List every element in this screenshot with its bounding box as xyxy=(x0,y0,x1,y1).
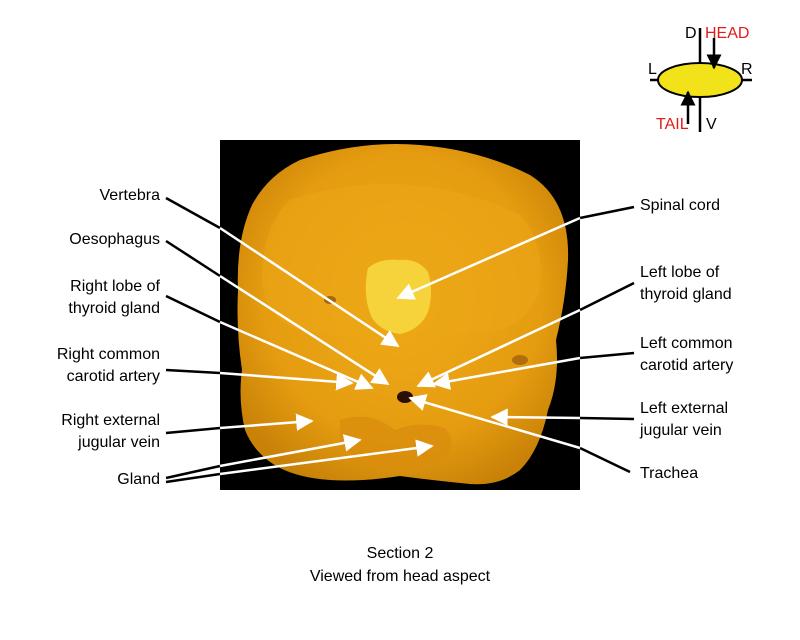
body-ellipse xyxy=(657,62,743,98)
right-thyroid-label-line1: Right lobe of xyxy=(70,278,160,295)
caption-line2: Viewed from head aspect xyxy=(309,568,491,585)
pointer-arrow-right-carotid xyxy=(219,371,354,391)
pointer-arrow-spinal-cord xyxy=(396,216,581,300)
left-thyroid-label-line1: Left lobe of xyxy=(640,264,720,281)
dorsal-label: D xyxy=(685,25,697,42)
right-thyroid-label-line2: thyroid gland xyxy=(68,300,160,317)
left-thyroid-label-line2: thyroid gland xyxy=(640,286,732,303)
pointer-line-left-jugular xyxy=(579,416,635,421)
pointer-line-left-carotid xyxy=(579,351,635,360)
right-carotid-label: Right common carotid artery xyxy=(57,344,160,388)
left-carotid-label-line2: carotid artery xyxy=(640,357,734,374)
trachea-label: Trachea xyxy=(640,465,699,482)
left-jugular-label-line1: Left external xyxy=(640,400,729,417)
pointer-line-right-jugular xyxy=(165,426,221,435)
left-jugular-label: Left external jugular vein xyxy=(640,398,728,442)
pointer-line-gland-b xyxy=(165,472,221,484)
pointer-arrow-left-jugular xyxy=(490,408,581,426)
pointer-line-right-thyroid xyxy=(165,294,221,324)
pointer-arrow-left-carotid xyxy=(432,356,581,390)
left-carotid-label: Left common carotid artery xyxy=(640,333,733,377)
tail-label: TAIL xyxy=(656,116,689,133)
pointer-line-gland-a xyxy=(165,464,221,480)
spinal-cord-label: Spinal cord xyxy=(640,197,721,214)
pointer-arrow-vertebra xyxy=(219,226,400,348)
ventral-label: V xyxy=(706,116,717,133)
left-jugular-label-line2: jugular vein xyxy=(640,422,722,439)
right-jugular-label-line1: Right external xyxy=(61,412,160,429)
pointer-line-vertebra xyxy=(165,196,221,230)
left-label: L xyxy=(648,61,657,78)
left-carotid-label-line1: Left common xyxy=(640,335,733,352)
right-label: R xyxy=(741,61,753,78)
pointer-line-right-carotid xyxy=(165,368,221,375)
pointer-line-trachea xyxy=(579,446,631,474)
pointer-arrow-gland-a xyxy=(219,434,362,468)
pointer-arrow-trachea xyxy=(408,394,581,450)
right-carotid-label-line1: Right common xyxy=(56,346,160,363)
pointer-arrow-gland-b xyxy=(219,439,434,476)
pointer-arrow-right-jugular xyxy=(219,413,314,431)
pointer-line-oesophagus xyxy=(165,239,221,278)
right-carotid-label-line2: carotid artery xyxy=(66,368,160,385)
right-jugular-label-line2: jugular vein xyxy=(78,434,160,451)
orientation-diagram xyxy=(650,28,752,132)
pointer-line-spinal-cord xyxy=(579,205,635,220)
head-label: HEAD xyxy=(705,25,750,42)
vertebra-label: Vertebra xyxy=(99,187,160,204)
right-jugular-label: Right external jugular vein xyxy=(61,410,160,454)
pointer-arrow-oesophagus xyxy=(219,274,390,386)
oesophagus-label: Oesophagus xyxy=(69,231,160,248)
vessel-spot xyxy=(512,355,528,365)
caption-line1: Section 2 xyxy=(366,545,434,562)
left-thyroid-label: Left lobe of thyroid gland xyxy=(640,262,732,306)
pointer-line-left-thyroid xyxy=(579,281,635,312)
right-thyroid-label: Right lobe of thyroid gland xyxy=(68,276,160,320)
gland-label: Gland xyxy=(117,471,160,488)
